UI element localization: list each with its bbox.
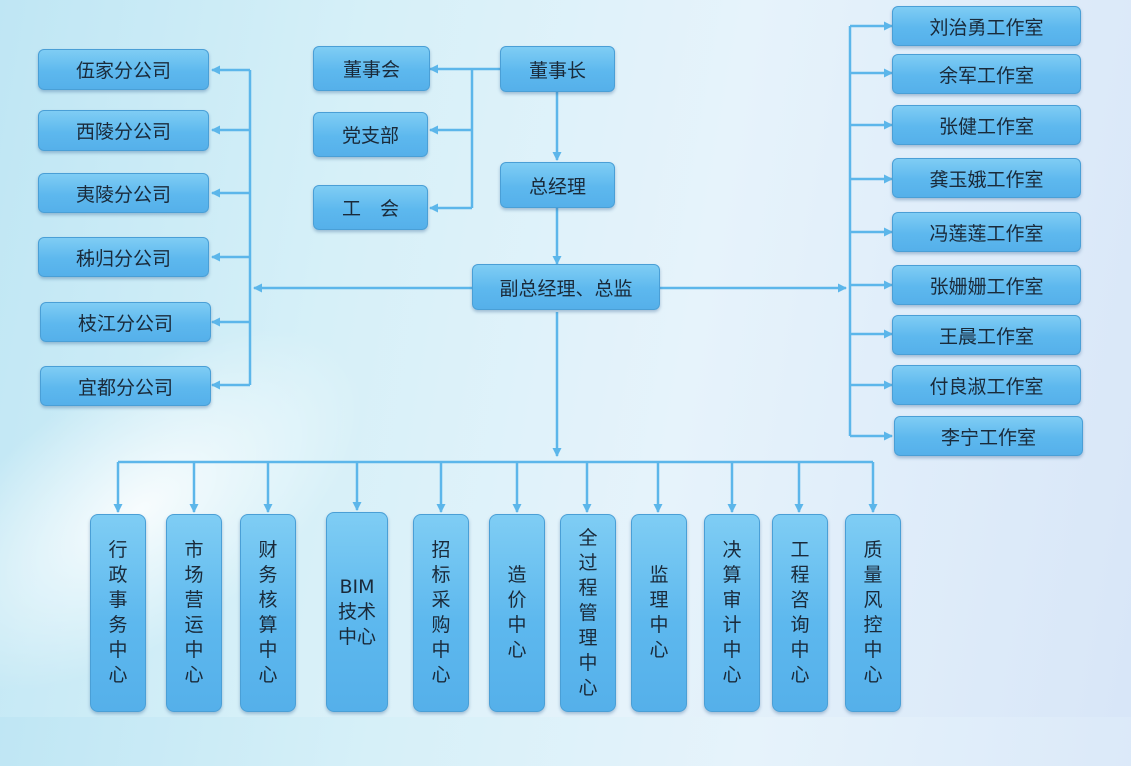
studio-node: 张健工作室 (892, 105, 1081, 145)
center-node: 工程咨询中心 (772, 514, 828, 712)
studio-node: 王晨工作室 (892, 315, 1081, 355)
center-node: 招标采购中心 (413, 514, 469, 712)
node-general-manager: 总经理 (500, 162, 615, 208)
branch-node: 秭归分公司 (38, 237, 209, 277)
branch-node: 宜都分公司 (40, 366, 211, 406)
branch-node: 枝江分公司 (40, 302, 211, 342)
node-party-branch: 党支部 (313, 112, 428, 157)
center-label: 财务核算中心 (258, 539, 278, 686)
node-union: 工 会 (313, 185, 428, 230)
center-label: 行政事务中心 (108, 539, 128, 686)
studio-node: 张姗姗工作室 (892, 265, 1081, 305)
studio-node: 付良淑工作室 (892, 365, 1081, 405)
center-label: 决算审计中心 (722, 539, 742, 686)
center-node: 质量风控中心 (845, 514, 901, 712)
center-label: 监理中心 (649, 564, 669, 661)
branch-node: 西陵分公司 (38, 110, 209, 151)
center-label: 全过程管理中心 (578, 526, 598, 699)
center-node: 财务核算中心 (240, 514, 296, 712)
studio-node: 余军工作室 (892, 54, 1081, 94)
center-node: 全过程管理中心 (560, 514, 616, 712)
center-node: 监理中心 (631, 514, 687, 712)
node-chairman: 董事长 (500, 46, 615, 92)
branch-node: 夷陵分公司 (38, 173, 209, 213)
node-deputy-director: 副总经理、总监 (472, 264, 660, 310)
studio-node: 李宁工作室 (894, 416, 1083, 456)
center-label: 招标采购中心 (431, 539, 451, 686)
center-node: BIM技术中心 (326, 512, 388, 712)
center-label: BIM技术中心 (337, 575, 376, 648)
center-node: 决算审计中心 (704, 514, 760, 712)
node-board: 董事会 (313, 46, 430, 91)
studio-node: 刘治勇工作室 (892, 6, 1081, 46)
center-node: 行政事务中心 (90, 514, 146, 712)
center-label: 工程咨询中心 (790, 539, 810, 686)
studio-node: 龚玉娥工作室 (892, 158, 1081, 198)
center-label: 造价中心 (507, 564, 527, 661)
center-node: 造价中心 (489, 514, 545, 712)
studio-node: 冯莲莲工作室 (892, 212, 1081, 252)
connector-lines (113, 21, 893, 513)
branch-node: 伍家分公司 (38, 49, 209, 90)
center-label: 市场营运中心 (184, 539, 204, 686)
center-label: 质量风控中心 (863, 539, 883, 686)
center-node: 市场营运中心 (166, 514, 222, 712)
